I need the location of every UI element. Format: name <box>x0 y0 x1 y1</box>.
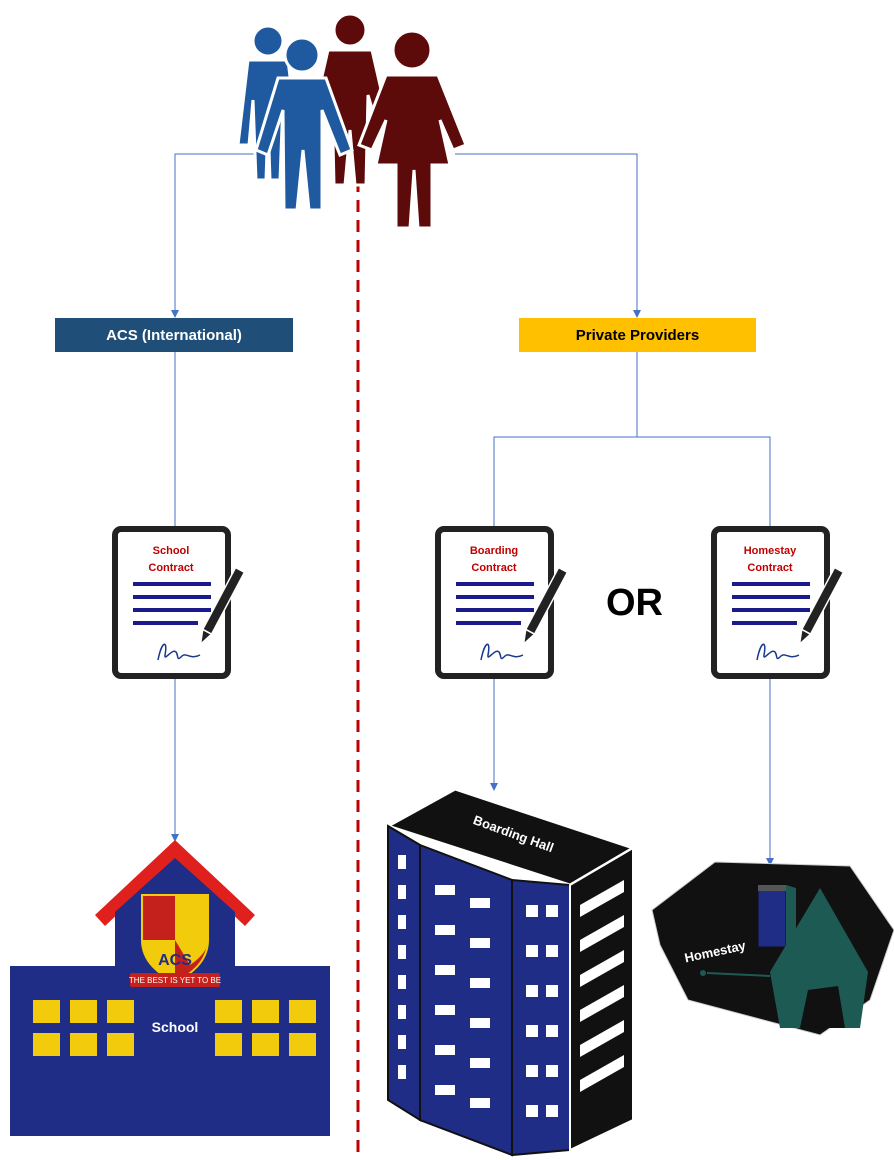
arrowhead <box>171 310 179 318</box>
arrowhead <box>171 834 179 842</box>
school-contract-title-2: Contract <box>148 562 194 574</box>
pen-icon <box>199 566 246 647</box>
school-contract-icon: School Contract <box>112 526 246 679</box>
school-windows <box>33 1000 316 1056</box>
boarding-contract-title-1: Boarding <box>470 545 518 557</box>
homestay-contract-title-1: Homestay <box>744 545 797 557</box>
connectors <box>174 153 771 862</box>
acs-international-node: ACS (International) <box>55 318 293 352</box>
homestay-contract-icon: Homestay Contract <box>711 526 845 679</box>
connector-to-acs <box>174 153 255 314</box>
school-contract-title-1: School <box>153 545 190 557</box>
acs-international-label: ACS (International) <box>106 326 242 344</box>
school-building-icon: ACS THE BEST IS YET TO BE School <box>10 840 330 1136</box>
arrowheads <box>171 310 774 866</box>
connector-branch <box>493 436 771 528</box>
boarding-hall-icon: Boarding Hall <box>384 787 637 1157</box>
homestay-contract-title-2: Contract <box>747 562 793 574</box>
person-icon <box>254 36 354 212</box>
arrowhead <box>633 310 641 318</box>
boarding-contract-title-2: Contract <box>471 562 517 574</box>
school-label: School <box>152 1019 199 1035</box>
people-group-icon <box>236 12 468 230</box>
homestay-house-icon: Homestay <box>651 861 894 1036</box>
school-motto: THE BEST IS YET TO BE <box>129 976 221 985</box>
pen-icon <box>522 566 569 647</box>
school-crest-icon: ACS THE BEST IS YET TO BE <box>129 894 221 987</box>
boarding-contract-icon: Boarding Contract <box>435 526 569 679</box>
person-icon <box>357 29 468 230</box>
private-providers-node: Private Providers <box>519 318 756 352</box>
svg-text:ACS: ACS <box>158 952 192 969</box>
pen-icon <box>798 566 845 647</box>
arrowhead <box>490 783 498 791</box>
private-providers-label: Private Providers <box>575 326 700 344</box>
arrowhead <box>766 858 774 866</box>
school-roof <box>95 840 255 926</box>
connector-to-private <box>455 153 638 314</box>
or-label: OR <box>606 582 663 624</box>
